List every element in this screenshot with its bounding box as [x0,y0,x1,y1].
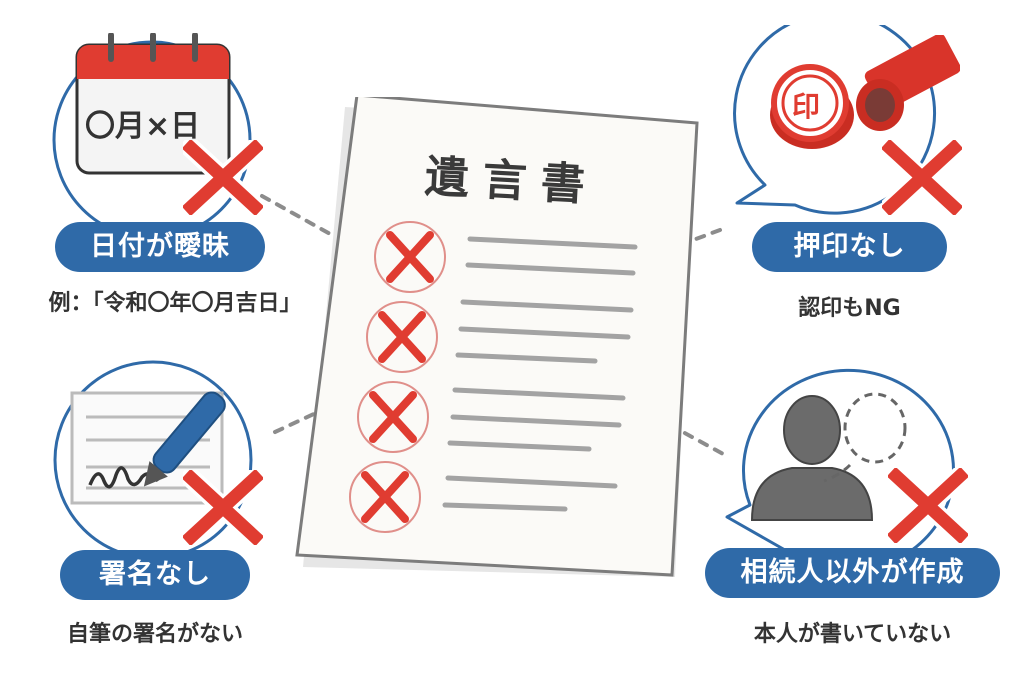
calendar-date-text: 〇月×日 [85,109,201,144]
label-seal: 押印なし [752,222,947,272]
label-author: 相続人以外が作成 [705,548,1000,598]
caption-author: 本人が書いていない [753,622,952,647]
stamp-text: 印 [792,90,821,123]
caption-signature: 自筆の署名がない [66,622,243,647]
person-icon [750,390,920,525]
label-signature: 署名なし [60,550,250,600]
caption-date: 例：「令和〇年〇月吉日」 [48,291,302,316]
cross-marks [349,221,446,533]
label-date: 日付が曖昧 [55,222,265,272]
will-document: 遺言書 [295,97,699,577]
checklist [349,221,638,533]
document-title: 遺言書 [423,151,600,212]
stamp-icon: 印 [770,35,960,155]
caption-seal: 認印もNG [798,296,901,321]
cross-icon [882,140,962,215]
cross-icon [888,468,968,543]
cross-icon [183,140,263,215]
cross-icon [183,470,263,545]
